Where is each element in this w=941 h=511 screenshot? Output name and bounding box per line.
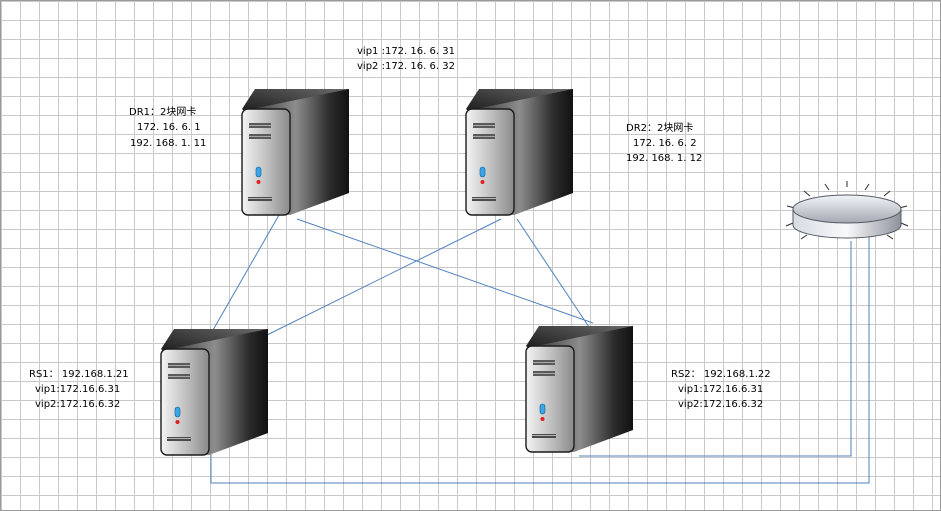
link-dr1-rs1 (208, 214, 280, 338)
rs2-vip2: vip2:172.16.6.32 (678, 399, 763, 410)
link-rs2-switch (579, 241, 852, 457)
link-dr1-rs2 (296, 218, 594, 324)
dr2-ip1: 172. 16. 6. 2 (633, 138, 697, 149)
dr1-label-group: DR1：2块网卡 172. 16. 6. 1 192. 168. 1. 11 (129, 105, 206, 149)
link-rs1-switch (210, 237, 870, 484)
server-rs2-icon (525, 325, 634, 453)
link-dr2-rs1 (262, 218, 502, 338)
rs1-title: RS1： 192.168.1.21 (29, 369, 129, 380)
dr2-title: DR2：2块网卡 (626, 121, 693, 134)
rs1-label-group: RS1： 192.168.1.21 vip1:172.16.6.31 vip2:… (29, 369, 129, 410)
rs2-title: RS2： 192.168.1.22 (671, 369, 771, 380)
dr2-ip2: 192. 168. 1. 12 (626, 153, 702, 164)
vip1-label: vip1 :172. 16. 6. 31 (357, 46, 455, 57)
rs1-vip1: vip1:172.16.6.31 (35, 384, 120, 395)
network-links (208, 214, 870, 484)
rs2-vip1: vip1:172.16.6.31 (678, 384, 763, 395)
link-dr2-rs2 (516, 218, 590, 328)
rs1-vip2: vip2:172.16.6.32 (35, 399, 120, 410)
server-rs1-icon (160, 328, 269, 456)
vip2-label: vip2 :172. 16. 6. 32 (357, 61, 455, 72)
dr1-ip1: 172. 16. 6. 1 (137, 122, 201, 133)
dr1-title: DR1：2块网卡 (129, 105, 196, 118)
server-dr1-icon (241, 88, 350, 216)
dr1-ip2: 192. 168. 1. 11 (130, 138, 206, 149)
dr2-label-group: DR2：2块网卡 172. 16. 6. 2 192. 168. 1. 12 (626, 121, 702, 164)
vip-label-group: vip1 :172. 16. 6. 31 vip2 :172. 16. 6. 3… (357, 46, 455, 72)
server-dr2-icon (465, 88, 574, 216)
rs2-label-group: RS2： 192.168.1.22 vip1:172.16.6.31 vip2:… (671, 369, 771, 410)
switch-hub-icon (785, 181, 909, 240)
